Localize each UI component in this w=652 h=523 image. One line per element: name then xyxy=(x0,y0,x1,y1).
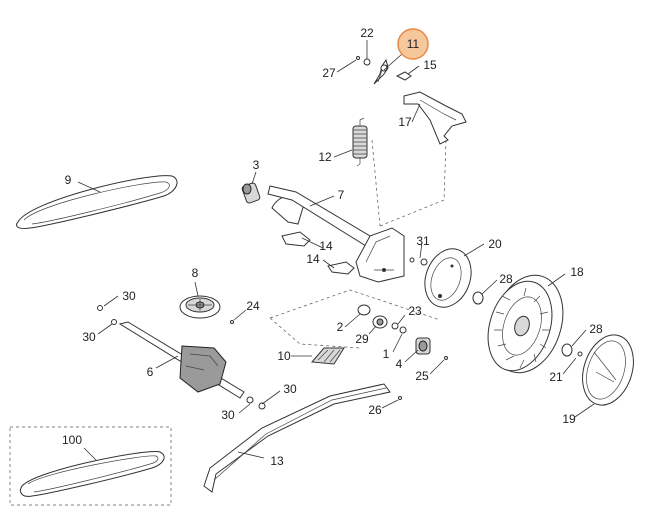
callout-18[interactable]: 18 xyxy=(570,265,584,279)
wheel-18 xyxy=(472,274,583,374)
callout-14-lower[interactable]: 14 xyxy=(306,252,320,266)
callout-100[interactable]: 100 xyxy=(62,433,82,447)
callout-28-upper[interactable]: 28 xyxy=(499,272,513,286)
callout-10[interactable]: 10 xyxy=(277,349,291,363)
callout-14-upper[interactable]: 14 xyxy=(319,239,333,253)
callout-19[interactable]: 19 xyxy=(562,412,576,426)
callout-1[interactable]: 1 xyxy=(383,347,390,361)
callout-4[interactable]: 4 xyxy=(396,357,403,371)
callout-8[interactable]: 8 xyxy=(192,266,199,280)
control-lever-17 xyxy=(403,91,467,145)
callout-20[interactable]: 20 xyxy=(488,237,502,251)
callout-24[interactable]: 24 xyxy=(246,299,260,313)
callout-6[interactable]: 6 xyxy=(147,365,154,379)
leader-lines xyxy=(77,40,595,461)
callout-29[interactable]: 29 xyxy=(355,332,369,346)
hub-cap-20 xyxy=(424,248,472,308)
callout-30-left[interactable]: 30 xyxy=(82,330,96,344)
callout-15[interactable]: 15 xyxy=(423,58,437,72)
drive-belt-9 xyxy=(16,175,178,229)
callout-3[interactable]: 3 xyxy=(253,158,260,172)
callout-30-center[interactable]: 30 xyxy=(283,382,297,396)
callout-2[interactable]: 2 xyxy=(337,320,344,334)
spare-belt-100 xyxy=(9,426,172,506)
callout-11[interactable]: 11 xyxy=(407,37,420,51)
pulley-8 xyxy=(97,295,234,325)
callout-17[interactable]: 17 xyxy=(398,115,412,129)
callout-31[interactable]: 31 xyxy=(416,234,430,248)
callout-13[interactable]: 13 xyxy=(270,454,284,468)
drive-shaft-assembly-7 xyxy=(241,182,428,283)
callout-labels: 22 11 27 15 17 12 3 9 7 14 14 31 20 8 28… xyxy=(62,26,603,468)
tension-spring-12 xyxy=(352,117,368,167)
callout-9[interactable]: 9 xyxy=(65,173,72,187)
callout-23[interactable]: 23 xyxy=(408,304,422,318)
callout-30-upper-left[interactable]: 30 xyxy=(122,289,136,303)
wheel-cover-19 xyxy=(582,334,634,406)
callout-30-lower[interactable]: 30 xyxy=(221,408,235,422)
highlighted-callout-circle xyxy=(397,28,429,60)
callout-12[interactable]: 12 xyxy=(318,150,332,164)
callout-27[interactable]: 27 xyxy=(322,66,336,80)
callout-28-lower[interactable]: 28 xyxy=(589,322,603,336)
callout-26[interactable]: 26 xyxy=(368,403,382,417)
callout-7[interactable]: 7 xyxy=(338,188,345,202)
gearbox-axle-6 xyxy=(118,321,266,410)
callout-22[interactable]: 22 xyxy=(360,26,374,40)
callout-21[interactable]: 21 xyxy=(549,370,563,384)
handle-bar-13 xyxy=(203,383,402,493)
assembly-guide-lines xyxy=(269,139,447,349)
callout-25[interactable]: 25 xyxy=(415,369,429,383)
small-parts-cluster xyxy=(310,304,448,365)
top-spring-assembly xyxy=(356,56,412,85)
